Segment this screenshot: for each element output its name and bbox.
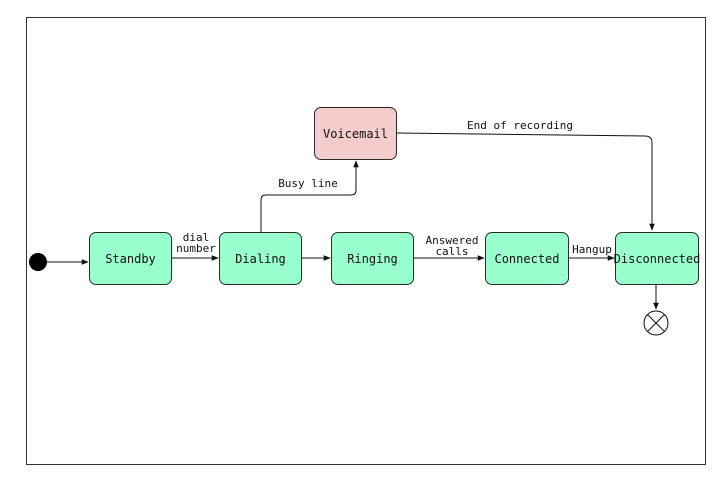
state-voicemail-label: Voicemail <box>322 126 389 141</box>
state-disconnected-label: Disconnected <box>613 251 701 266</box>
state-ringing-label: Ringing <box>347 251 398 266</box>
state-connected-label: Connected <box>494 251 560 266</box>
transition-label-answered-line2: calls <box>435 245 469 258</box>
transition-label-answered-line1: Answered <box>425 234 479 247</box>
state-standby[interactable]: Standby <box>89 232 172 285</box>
diagram-frame <box>26 17 706 465</box>
transition-label-answered-calls: Answered calls <box>420 235 484 257</box>
final-state-icon <box>643 310 669 336</box>
transition-label-dial-number: dial number <box>172 232 220 254</box>
transition-label-dial-number-line2: number <box>176 242 216 255</box>
state-standby-label: Standby <box>105 251 156 266</box>
edge-dialing-voicemail <box>260 160 359 232</box>
edge-voicemail-disconnected <box>396 132 655 231</box>
state-voicemail[interactable]: Voicemail <box>314 107 397 160</box>
state-connected[interactable]: Connected <box>485 232 569 285</box>
state-ringing[interactable]: Ringing <box>331 232 414 285</box>
transition-label-busy-line: Busy line <box>278 177 338 190</box>
transition-label-end-of-recording: End of recording <box>467 119 573 132</box>
state-dialing[interactable]: Dialing <box>219 232 302 285</box>
state-disconnected[interactable]: Disconnected <box>613 232 701 285</box>
state-dialing-label: Dialing <box>235 251 286 266</box>
transition-label-hangup: Hangup <box>572 243 612 256</box>
initial-state-icon <box>29 253 47 271</box>
transition-label-dial-number-line1: dial <box>182 231 210 244</box>
